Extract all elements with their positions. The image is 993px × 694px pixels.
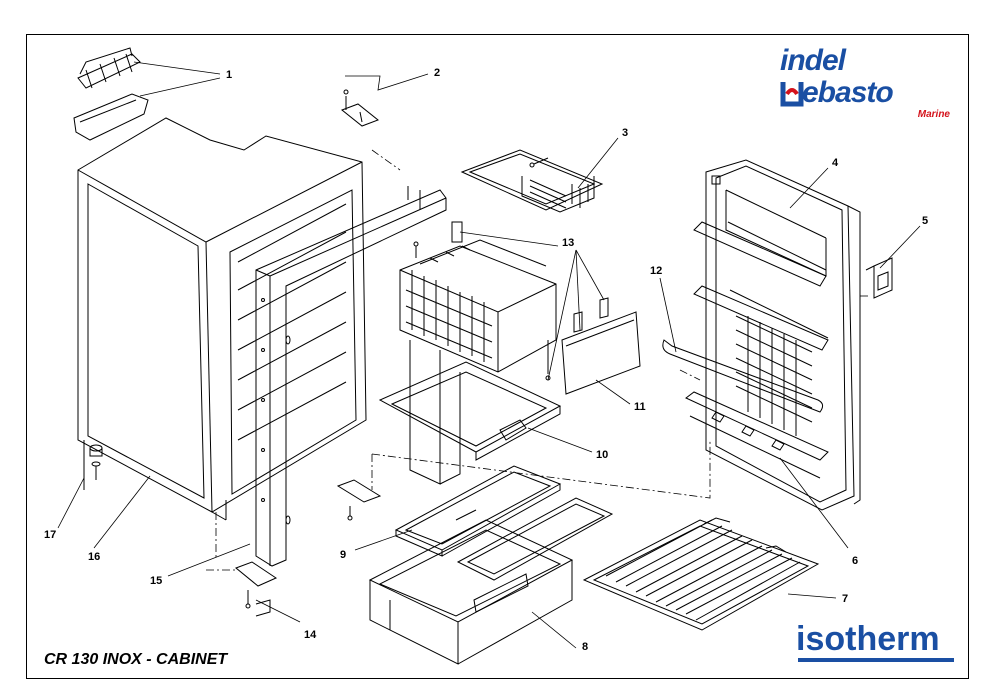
callout-10: 10: [596, 449, 609, 461]
webasto-logo-text: ebasto: [802, 76, 894, 109]
center-hinge: [336, 479, 382, 521]
callout-1: 1: [226, 69, 233, 81]
diagram-title: CR 130 INOX - CABINET: [44, 651, 228, 668]
part-8-crisper: [368, 497, 614, 665]
indel-logo-text: indel: [780, 44, 846, 77]
part-17-foot: [83, 440, 103, 490]
webasto-w-mark: [780, 82, 804, 107]
part-1-egg-holder: [73, 47, 149, 141]
part-11-plate: [561, 311, 641, 395]
isotherm-logo-text: isotherm: [796, 620, 940, 658]
part-9-shelf: [394, 465, 562, 557]
part-13-evaporator: [399, 221, 609, 485]
part-16-cabinet: [77, 117, 367, 521]
callout-4: 4: [832, 157, 839, 169]
callout-15: 15: [150, 575, 163, 587]
callout-14: 14: [304, 629, 317, 641]
part-4-door: [685, 159, 861, 511]
callout-17: 17: [44, 529, 57, 541]
part-14-bottom-hinge: [235, 561, 278, 617]
callout-5: 5: [922, 215, 929, 227]
indel-webasto-logo: indel ebasto Marine: [780, 46, 952, 126]
marine-logo-text: Marine: [917, 109, 950, 120]
part-10-drip-tray: [378, 361, 562, 461]
part-12-door-bar: [662, 339, 824, 413]
callout-6: 6: [852, 555, 859, 567]
callout-11: 11: [634, 401, 646, 413]
part-2-top-hinge: [341, 89, 379, 127]
callout-7: 7: [842, 593, 849, 605]
isotherm-logo: isotherm: [796, 618, 956, 666]
leader-lines: [57, 61, 921, 649]
part-15-front-frame: [255, 186, 447, 567]
part-7-grid-shelf: [582, 517, 820, 631]
callout-13: 13: [562, 237, 575, 249]
callout-2: 2: [434, 67, 441, 79]
callout-12: 12: [650, 265, 663, 277]
callout-3: 3: [622, 127, 629, 139]
callout-8: 8: [582, 641, 589, 653]
part-5-bracket: [865, 257, 893, 299]
isotherm-underline: [798, 658, 954, 662]
callout-16: 16: [88, 551, 101, 563]
assembly-lines: [206, 149, 870, 571]
part-3-rack: [460, 149, 604, 213]
callout-9: 9: [340, 549, 347, 561]
